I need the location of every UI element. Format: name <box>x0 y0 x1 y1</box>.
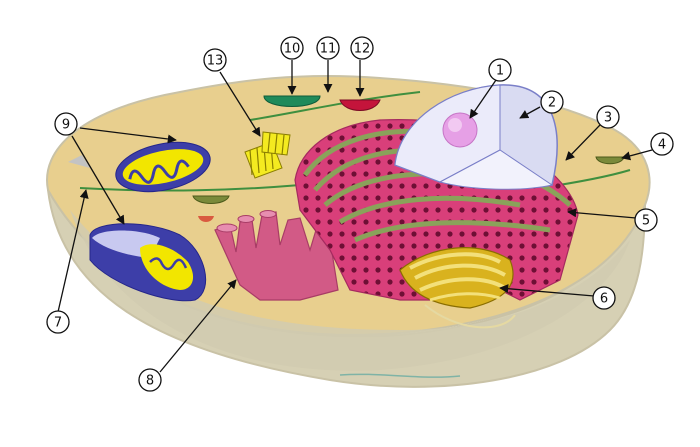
callout-circle <box>596 105 620 129</box>
callout-circle <box>488 58 512 82</box>
callout-circle <box>540 90 564 114</box>
callout-3: 3 <box>596 105 620 129</box>
callout-circle <box>634 208 658 232</box>
callout-number: 11 <box>320 42 337 57</box>
centrosome <box>244 131 291 179</box>
smooth-er-tube <box>237 215 255 223</box>
nucleolus <box>442 112 478 148</box>
er-lumen <box>353 220 551 243</box>
callout-1: 1 <box>488 58 512 82</box>
callout-number: 7 <box>54 316 62 331</box>
mitochondrion-upper <box>115 141 211 193</box>
callout-7: 7 <box>46 310 70 334</box>
callout-circle <box>316 36 340 60</box>
lysosome <box>339 99 381 111</box>
callout-number: 9 <box>62 118 70 133</box>
callout-circle <box>46 310 70 334</box>
callout-number: 2 <box>548 96 556 111</box>
callout-circle <box>350 36 374 60</box>
callout-5: 5 <box>634 208 658 232</box>
callout-number: 4 <box>658 138 666 153</box>
callout-2: 2 <box>540 90 564 114</box>
nucleus-rim <box>438 149 554 190</box>
small-vesicle <box>198 216 214 222</box>
callout-8: 8 <box>138 368 162 392</box>
callout-9: 9 <box>54 112 78 136</box>
cell-front-shadow <box>70 210 630 371</box>
callout-6: 6 <box>592 286 616 310</box>
callout-circle <box>280 36 304 60</box>
smooth-er <box>214 211 339 301</box>
callout-circle <box>592 286 616 310</box>
callout-number: 6 <box>600 292 608 307</box>
secretory-vesicle <box>263 95 321 107</box>
callout-number: 5 <box>642 214 650 229</box>
golgi-apparatus <box>399 247 516 329</box>
peroxisome <box>192 195 230 204</box>
smooth-er-tube <box>259 210 277 218</box>
er-lumen <box>338 195 521 225</box>
callout-number: 13 <box>207 54 224 69</box>
callout-circle <box>138 368 162 392</box>
callout-circle <box>54 112 78 136</box>
mitochondrion-lower <box>89 223 207 302</box>
smooth-er-tube <box>216 223 238 233</box>
callout-number: 3 <box>604 111 612 126</box>
callout-circle <box>203 48 227 72</box>
callout-number: 1 <box>496 64 504 79</box>
callout-circle <box>650 132 674 156</box>
cytoplasm-fiber <box>339 373 461 378</box>
callout-4: 4 <box>650 132 674 156</box>
leader-lines <box>57 60 653 373</box>
nucleolus-highlight <box>448 118 462 132</box>
callout-11: 11 <box>316 36 340 60</box>
gap-fragment <box>68 155 90 168</box>
callout-number: 10 <box>284 42 301 57</box>
microtubule <box>249 91 421 121</box>
callout-number: 12 <box>354 42 371 57</box>
callout-12: 12 <box>350 36 374 60</box>
callout-10: 10 <box>280 36 304 60</box>
callout-13: 13 <box>203 48 227 72</box>
callout-number: 8 <box>146 374 154 389</box>
